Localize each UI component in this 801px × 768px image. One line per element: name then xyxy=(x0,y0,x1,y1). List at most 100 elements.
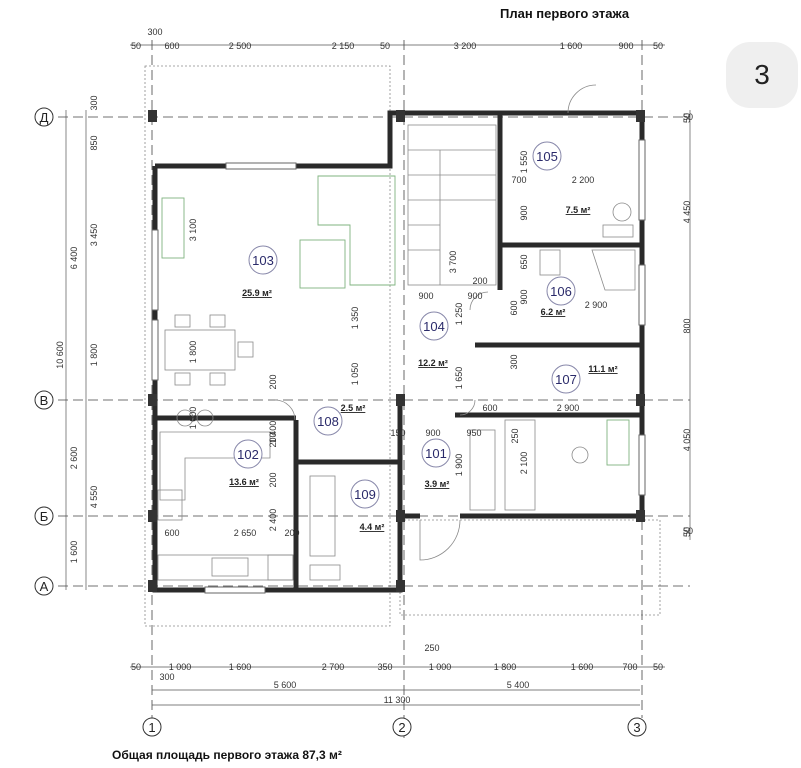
axis-col-label: 2 xyxy=(398,720,405,735)
dimension-label: 650 xyxy=(519,254,529,269)
dimension-label: 900 xyxy=(467,291,482,301)
room-number: 101 xyxy=(425,446,447,461)
room-number: 103 xyxy=(252,253,274,268)
dimension-label: 1 550 xyxy=(519,151,529,174)
dimension-label: 2 400 xyxy=(268,509,278,532)
axis-row-label: Д xyxy=(40,110,49,125)
room-number: 104 xyxy=(423,319,445,334)
dimension-label: 1 600 xyxy=(571,662,594,672)
dimension-label: 50 xyxy=(380,41,390,51)
dimension-label: 1 000 xyxy=(169,662,192,672)
room-number: 109 xyxy=(354,487,376,502)
total-area-caption: Общая площадь первого этажа 87,3 м² xyxy=(112,748,342,762)
dimension-label: 2 500 xyxy=(229,41,252,51)
dimension-label: 600 xyxy=(509,300,519,315)
dimension-label: 1 600 xyxy=(69,541,79,564)
dimension-label: 1 650 xyxy=(454,367,464,390)
dimension-label: 950 xyxy=(466,428,481,438)
dimension-label: 50 xyxy=(682,113,692,123)
site-outline xyxy=(144,65,391,627)
dimension-label: 1 800 xyxy=(494,662,517,672)
page-number-badge: 3 xyxy=(726,42,798,108)
room-area: 6.2 м² xyxy=(541,307,566,317)
dims-right: 50 4 450 800 4 050 50 xyxy=(682,113,692,537)
dimension-label: 700 xyxy=(622,662,637,672)
dimension-label: 10 600 xyxy=(55,341,65,369)
dimension-label: 1 800 xyxy=(89,344,99,367)
dimension-label: 1 600 xyxy=(560,41,583,51)
room-area: 12.2 м² xyxy=(418,358,448,368)
dimension-label: 1 600 xyxy=(229,662,252,672)
dims-bottom: 50 1 000 1 600 2 700 350 1 000 1 800 1 6… xyxy=(131,643,663,705)
dimension-label: 3 450 xyxy=(89,224,99,247)
room-labels: 103 25.9 м² 105 7.5 м² 106 6.2 м² 104 12… xyxy=(229,141,618,532)
dimension-label: 200 xyxy=(268,472,278,487)
dims-inner: 3 100 1 800 1 350 1 050 200 1 000 1 400 … xyxy=(164,112,693,538)
dimension-label: 900 xyxy=(519,205,529,220)
dimension-label: 4 550 xyxy=(89,486,99,509)
dimension-label: 800 xyxy=(682,318,692,333)
room-number: 108 xyxy=(317,414,339,429)
room-area: 11.1 м² xyxy=(588,364,617,374)
doors xyxy=(274,84,597,561)
dimension-label: 50 xyxy=(131,41,141,51)
dimension-label: 3 700 xyxy=(448,251,458,274)
dimension-label: 250 xyxy=(424,643,439,653)
dimension-label: 1 250 xyxy=(454,303,464,326)
dimension-label: 900 xyxy=(618,41,633,51)
dimension-label: 200 xyxy=(284,528,299,538)
dimension-label: 1 400 xyxy=(268,421,278,444)
dimension-label: 2 100 xyxy=(519,452,529,475)
dimension-label: 6 400 xyxy=(69,247,79,270)
dimension-label: 900 xyxy=(519,289,529,304)
dimension-label: 1 050 xyxy=(350,363,360,386)
dimension-label: 1 900 xyxy=(454,454,464,477)
dimension-label: 2 200 xyxy=(572,175,595,185)
dimension-label: 600 xyxy=(164,41,179,51)
dimension-label: 4 050 xyxy=(682,429,692,452)
axis-markers-rows: Д В Б А xyxy=(34,107,54,596)
dimension-label: 50 xyxy=(683,112,693,122)
axis-row-label: Б xyxy=(40,509,49,524)
dimension-label: 1 000 xyxy=(429,662,452,672)
dimension-label: 5 600 xyxy=(274,680,297,690)
dimension-label: 4 450 xyxy=(682,201,692,224)
dimension-label: 850 xyxy=(89,135,99,150)
room-number: 107 xyxy=(555,372,577,387)
dimension-label: 5 400 xyxy=(507,680,530,690)
dimension-label: 300 xyxy=(509,354,519,369)
dimension-label: 50 xyxy=(653,41,663,51)
dimension-label: 3 100 xyxy=(188,219,198,242)
dimension-label: 1 350 xyxy=(350,307,360,330)
dimension-label: 11 300 xyxy=(384,695,411,705)
room-area: 13.6 м² xyxy=(229,477,259,487)
dimension-lines xyxy=(65,44,691,706)
room-area: 4.4 м² xyxy=(360,522,385,532)
dimension-label: 1 000 xyxy=(188,407,198,430)
room-area: 3.9 м² xyxy=(425,479,450,489)
dimension-label: 350 xyxy=(377,662,392,672)
room-number: 105 xyxy=(536,149,558,164)
dimension-label: 600 xyxy=(482,403,497,413)
dimension-label: 200 xyxy=(268,374,278,389)
structural-columns xyxy=(148,110,645,592)
dimension-label: 3 200 xyxy=(454,41,477,51)
dimension-label: 50 xyxy=(683,526,693,536)
dimension-label: 300 xyxy=(89,95,99,110)
dimension-label: 2 150 xyxy=(332,41,355,51)
axis-col-label: 1 xyxy=(148,720,155,735)
dimension-label: 900 xyxy=(418,291,433,301)
dimension-label: 150 xyxy=(390,428,405,438)
dims-left: 300 850 3 450 6 400 10 600 1 800 2 600 4… xyxy=(55,95,99,563)
dims-top: 300 50 600 2 500 2 150 50 3 200 1 600 90… xyxy=(131,27,663,51)
dimension-label: 700 xyxy=(511,175,526,185)
staircase xyxy=(407,124,497,286)
windows xyxy=(151,139,646,594)
axis-row-label: В xyxy=(40,393,49,408)
room-number: 106 xyxy=(550,284,572,299)
dimension-label: 250 xyxy=(510,428,520,443)
dimension-label: 2 650 xyxy=(234,528,257,538)
axis-row-label: А xyxy=(40,579,49,594)
plan-title: План первого этажа xyxy=(500,6,630,21)
